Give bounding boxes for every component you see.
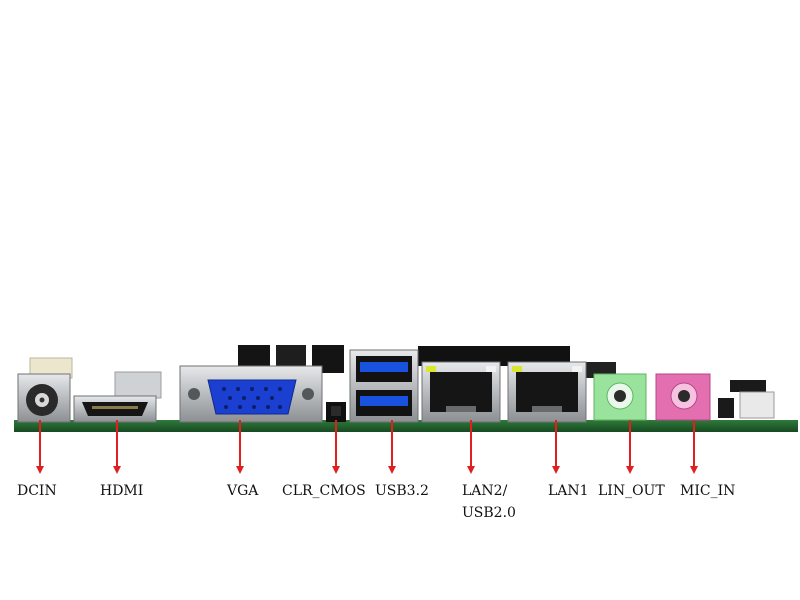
label-clr-cmos: CLR_CMOS	[282, 483, 366, 499]
dc-jack-icon	[17, 373, 71, 423]
arrow-head-lin_out	[626, 466, 634, 474]
arrow-head-lan2	[467, 466, 475, 474]
label-dcin: DCIN	[17, 483, 57, 499]
label-hdmi: HDMI	[100, 483, 144, 499]
arrow-head-clr_cmos	[332, 466, 340, 474]
vga-port-icon	[179, 365, 323, 423]
label-usb20: USB2.0	[462, 505, 516, 521]
arrow-head-lan1	[552, 466, 560, 474]
callout-arrows	[36, 420, 698, 474]
arrow-head-mic_in	[690, 466, 698, 474]
label-lan2: LAN2/	[462, 483, 508, 499]
label-mic-in: MIC_IN	[680, 483, 736, 499]
label-vga: VGA	[227, 483, 259, 499]
label-usb32: USB3.2	[375, 483, 429, 499]
label-lin-out: LIN_OUT	[598, 483, 665, 499]
audio-jack-icon	[593, 373, 647, 421]
arrow-head-dcin	[36, 466, 44, 474]
rj45-port-icon	[507, 361, 587, 423]
arrow-head-vga	[236, 466, 244, 474]
button-icon	[326, 402, 346, 422]
rj45-port-icon	[421, 361, 501, 423]
hdmi-port-icon	[73, 395, 157, 423]
label-lan1: LAN1	[548, 483, 589, 499]
usb-port-icon	[349, 349, 419, 423]
arrow-head-hdmi	[113, 466, 121, 474]
audio-jack-icon	[655, 373, 711, 421]
pcb-board	[14, 420, 798, 432]
arrow-head-usb32	[388, 466, 396, 474]
connector-icon	[718, 391, 775, 419]
